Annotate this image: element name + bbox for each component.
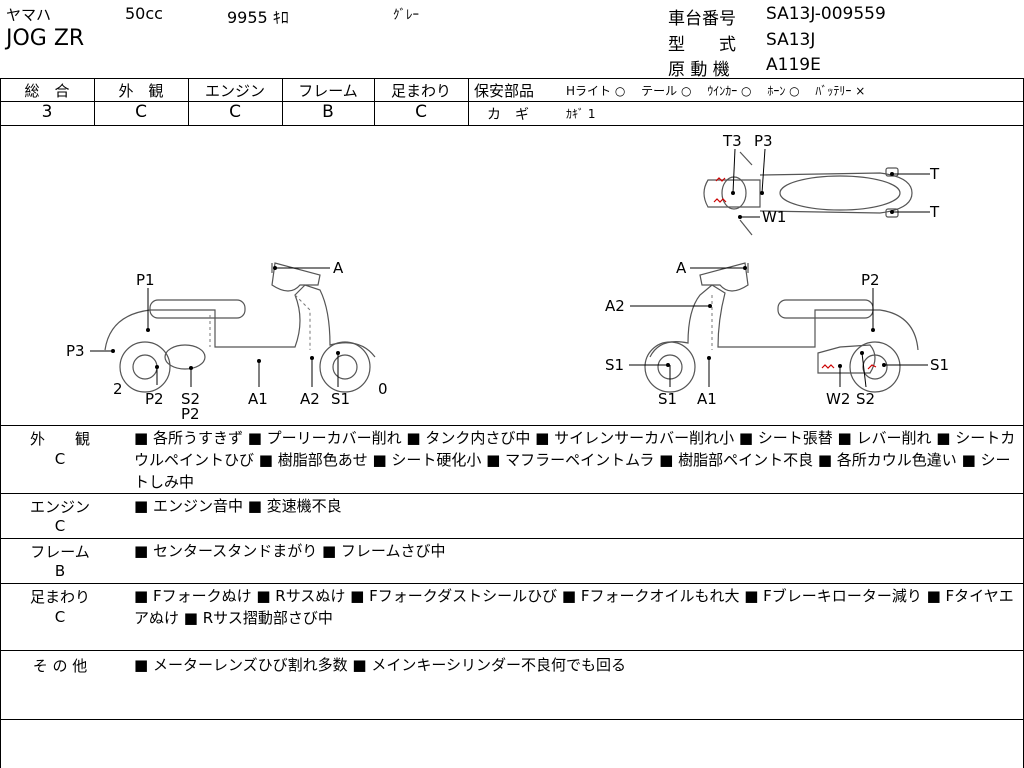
frame-grade-label: フレーム	[298, 82, 358, 100]
displacement: 50cc	[125, 4, 163, 23]
maker: ヤマハ	[6, 6, 52, 24]
divider	[0, 78, 1, 768]
divider	[282, 78, 283, 125]
divider	[94, 101, 468, 102]
label-S1: S1	[658, 390, 677, 408]
section-label: 足まわり	[29, 588, 90, 606]
overall-grade: 3	[41, 102, 53, 122]
divider	[0, 719, 1024, 720]
label-A: A	[333, 259, 344, 277]
label-2: 2	[113, 380, 123, 398]
section-label: フレーム	[30, 543, 90, 561]
divider	[188, 78, 189, 125]
section-label: そ の 他	[32, 657, 88, 675]
section-label: エンジン	[29, 498, 90, 516]
mileage: 9955 ｷﾛ	[227, 8, 289, 27]
exterior-label: 外 観	[118, 82, 164, 100]
divider	[94, 78, 95, 125]
divider	[374, 78, 375, 125]
suspension-grade: C	[415, 102, 427, 122]
label-S1: S1	[930, 356, 949, 374]
color: ｸﾞﾚｰ	[393, 8, 419, 23]
label-T: T	[929, 165, 940, 183]
damage-diagram: .o{fill:none;stroke:#555;stroke-width:1.…	[66, 132, 949, 423]
label-A2: A2	[605, 297, 625, 315]
divider	[0, 101, 94, 102]
section-grade: B	[54, 562, 66, 580]
label-P1: P1	[136, 271, 155, 289]
engine-value: A119E	[766, 55, 821, 75]
divider	[0, 78, 1024, 79]
label-P3: P3	[66, 342, 85, 360]
label-S1: S1	[331, 390, 350, 408]
label-A2: A2	[300, 390, 320, 408]
label-W2: W2	[826, 390, 850, 408]
engine-grade: C	[229, 102, 241, 122]
divider	[0, 650, 1024, 651]
label-P3: P3	[754, 132, 773, 150]
label-A1: A1	[248, 390, 268, 408]
label-S2: S2	[181, 390, 200, 408]
suspension-grade-label: 足まわり	[390, 82, 451, 100]
top-view: T3 P3 W1 T T	[703, 132, 940, 236]
section-text: ■ メーターレンズひび割れ多数 ■ メインキーシリンダー不良何でも回る	[134, 656, 627, 674]
label-T3: T3	[722, 132, 742, 150]
safety-items: Hライト ○ テール ○ ｳｲﾝｶｰ ○ ﾎｰﾝ ○ ﾊﾞｯﾃﾘｰ ×	[566, 84, 866, 98]
frame-no-label: 車台番号	[668, 9, 736, 29]
section-text: ■ 各所うすきず ■ プーリーカバー削れ ■ タンク内さび中 ■ サイレンサーカ…	[134, 429, 1016, 491]
label-P2: P2	[181, 405, 200, 423]
overall-label: 総 合	[24, 82, 70, 100]
divider	[0, 583, 1024, 584]
label-S1: S1	[605, 356, 624, 374]
section-text: ■ センタースタンドまがり ■ フレームさび中	[134, 542, 446, 560]
engine-label: 原 動 機	[668, 60, 730, 80]
type-value: SA13J	[766, 30, 816, 50]
label-P2: P2	[145, 390, 164, 408]
left-view: A P1 P3 2 P2 S2 P2 A1 A2 S1 0	[66, 259, 388, 423]
divider	[0, 125, 1024, 126]
section-text: ■ エンジン音中 ■ 変速機不良	[134, 497, 342, 515]
exterior-grade: C	[135, 102, 147, 122]
key-label: カ ギ	[487, 107, 529, 123]
model-name: JOG ZR	[6, 26, 85, 51]
label-A1: A1	[697, 390, 717, 408]
divider	[0, 538, 1024, 539]
safety-label: 保安部品	[474, 82, 535, 100]
label-S2: S2	[856, 390, 875, 408]
divider	[468, 78, 469, 125]
divider	[0, 493, 1024, 494]
label-A: A	[676, 259, 687, 277]
section-grade: C	[54, 450, 66, 468]
section-text: ■ Fフォークぬけ ■ Rサスぬけ ■ Fフォークダストシールひび ■ Fフォー…	[134, 587, 1014, 627]
label-W1: W1	[762, 208, 786, 226]
right-view: A A2 P2 S1 S1 A1 W2 S2 S1	[605, 259, 949, 408]
type-label: 型 式	[668, 35, 736, 55]
label-T: T	[929, 203, 940, 221]
section-label: 外 観	[29, 430, 90, 448]
divider	[0, 425, 1024, 426]
key-value: ｶｷﾞ 1	[566, 107, 596, 121]
divider	[468, 101, 1024, 102]
section-grade: C	[54, 517, 66, 535]
engine-grade-label: エンジン	[204, 82, 265, 100]
label-P2: P2	[861, 271, 880, 289]
section-grade: C	[54, 608, 66, 626]
frame-no: SA13J-009559	[766, 4, 886, 24]
label-0: 0	[378, 380, 388, 398]
frame-grade: B	[322, 102, 334, 122]
